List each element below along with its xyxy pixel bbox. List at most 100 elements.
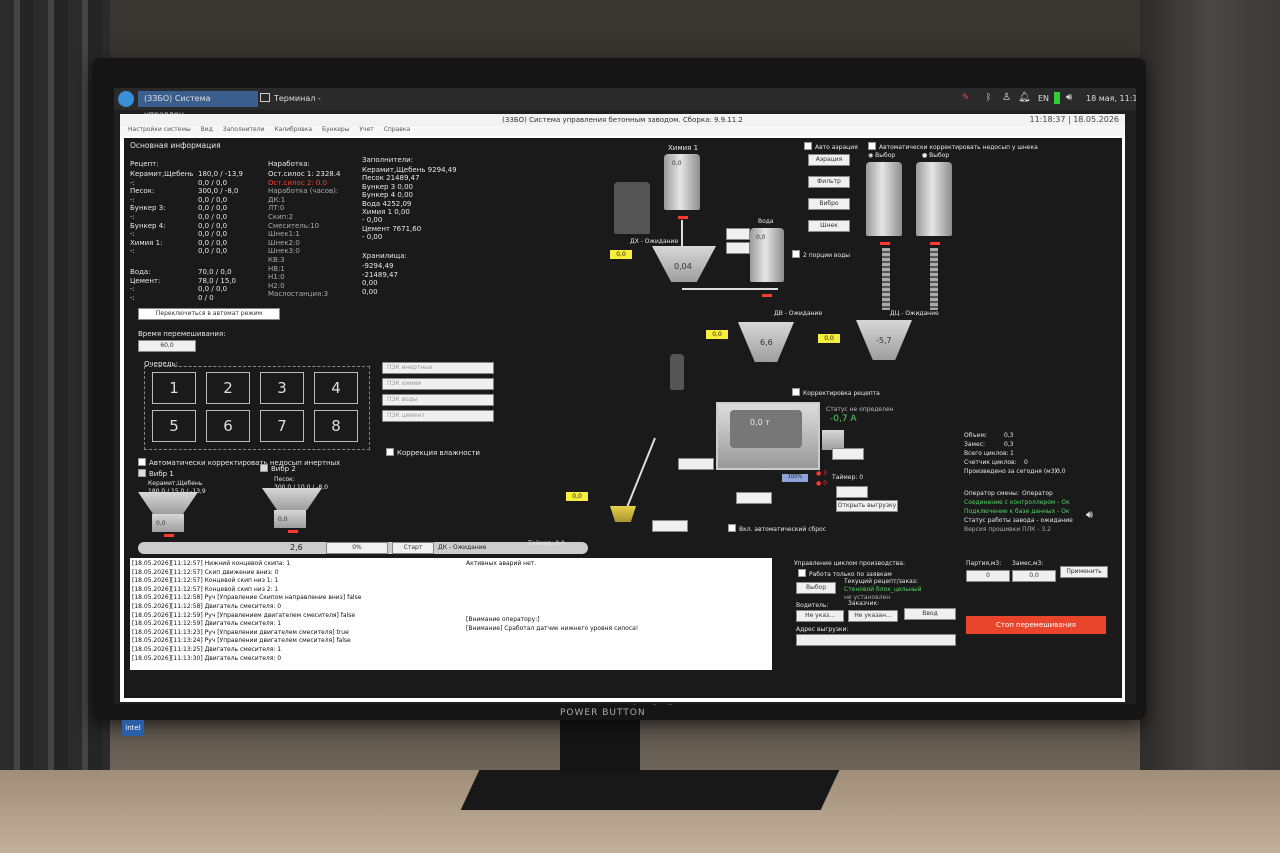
lang-indicator[interactable]: EN — [1038, 94, 1050, 103]
taskbar-clock[interactable]: 18 мая, 11:18 — [1086, 94, 1136, 103]
water-reading: 0,0 — [756, 234, 766, 241]
menu-bunkers[interactable]: Бункеры — [322, 126, 350, 133]
cement-silo-2 — [916, 162, 952, 236]
choice1-radio[interactable]: ◉ Выбор — [868, 152, 895, 159]
queue-slot-4[interactable]: 4 — [314, 372, 358, 404]
queue-slot-1[interactable]: 1 — [152, 372, 196, 404]
side-button-aeration[interactable]: Аэрация — [808, 154, 850, 166]
wc-list-value: 78,0 / 15,0 — [198, 276, 236, 285]
correction-checkbox[interactable]: Корректировка рецепта — [792, 388, 880, 397]
skip-box-1[interactable] — [678, 458, 714, 470]
pzk-cement-field[interactable]: ПЗК цемент — [382, 410, 494, 422]
aeration-checkbox[interactable]: Авто аэрация — [804, 142, 858, 151]
select2-checkbox[interactable]: Вибр 2 — [260, 464, 296, 473]
water-small-box-1[interactable] — [726, 228, 750, 240]
menu-help[interactable]: Справка — [383, 126, 411, 133]
log-lines: [18.05.2026][11:12:57] Нижний концевой с… — [132, 560, 462, 663]
stat-volume-value: 0,3 — [1004, 432, 1014, 439]
menu-view[interactable]: Вид — [200, 126, 213, 133]
runtime-list-item: Смеситель:10 — [268, 221, 320, 230]
queue-slot-6[interactable]: 6 — [206, 410, 250, 442]
auto-mode-button[interactable]: Переключиться в автомат режим — [138, 308, 280, 320]
humidity-checkbox[interactable]: Коррекция влажности — [386, 448, 480, 457]
menu-fillers[interactable]: Заполнители — [222, 126, 265, 133]
task-terminal[interactable]: Терминал - — [254, 91, 327, 107]
mixer-box-bottom[interactable] — [736, 492, 772, 504]
monitor-stand — [560, 712, 640, 772]
wc-list-value: 0,0 / 0,0 — [198, 285, 228, 294]
mixer-side-box[interactable] — [832, 448, 864, 460]
wc-list-name: Вода: — [130, 268, 151, 276]
menu-calibration[interactable]: Калибровка — [274, 126, 313, 133]
fillers-list-item: Бункер 3 0,00 — [362, 182, 413, 191]
queue-slot-5[interactable]: 5 — [152, 410, 196, 442]
queue-slot-3[interactable]: 3 — [260, 372, 304, 404]
app-main: Основная информация Рецепт: Керамит,Щебе… — [124, 138, 1122, 698]
humidity-checkbox-box — [386, 448, 394, 456]
party-input[interactable]: 0 — [966, 570, 1010, 582]
only-orders-checkbox[interactable]: Работа только по заявкам — [798, 569, 892, 578]
add-button[interactable]: Ввод — [904, 608, 956, 620]
skip-rail — [624, 437, 656, 513]
dx-yellow-box: 0,0 — [610, 250, 632, 259]
unload-button[interactable]: Открыть выгрузку — [836, 500, 898, 512]
water-small-box-2[interactable] — [726, 242, 750, 254]
task-app[interactable]: (ЗЗБО) Система управлен... — [138, 91, 258, 119]
driver-select[interactable]: Не указ... — [796, 610, 844, 622]
order-select[interactable]: Не указан... — [848, 610, 898, 622]
pen-icon: ✎ — [962, 93, 970, 103]
menu-settings[interactable]: Настройки системы — [128, 126, 191, 133]
auto-correct-checkbox[interactable]: Автоматически корректировать недосып ине… — [138, 458, 340, 467]
mix-time-input[interactable]: 60,0 — [138, 340, 196, 352]
intel-sticker: intel — [122, 720, 144, 736]
side-button-vibro[interactable]: Вибро — [808, 198, 850, 210]
amps-text: -0,7 А — [830, 414, 857, 424]
auto-screw-checkbox[interactable]: Автоматически корректировать недосып у ш… — [868, 142, 1038, 151]
volume-icon[interactable]: 🔊︎ — [1066, 92, 1073, 103]
bell-icon[interactable]: 🔔︎ — [1018, 92, 1031, 103]
choice2-radio[interactable]: ● Выбор — [922, 152, 949, 159]
recipe-list-name: -: — [130, 247, 135, 256]
menu-accounting[interactable]: Учет — [359, 126, 374, 133]
speaker-icon[interactable]: 🔊︎ — [1086, 508, 1093, 521]
alarms-text: Активных аварий нет. — [466, 560, 537, 567]
conveyor-start-button[interactable]: Старт — [392, 542, 434, 554]
side-button-filter[interactable]: Фильтр — [808, 176, 850, 188]
storage-list-item: 0,00 — [362, 287, 378, 296]
select1-checkbox[interactable]: Вибр 1 — [138, 469, 174, 478]
pzk-water-field[interactable]: ПЗК воды — [382, 394, 494, 406]
choice2-label: Выбор — [929, 152, 950, 159]
queue-slot-7[interactable]: 7 — [260, 410, 304, 442]
start-menu-icon[interactable] — [118, 91, 134, 107]
timer-input[interactable] — [836, 486, 868, 498]
auto-reset-checkbox[interactable]: Вкл. автоматический сброс — [728, 524, 826, 533]
info-heading: Основная информация — [130, 141, 221, 150]
dark-silo-left — [614, 182, 650, 234]
zames-input[interactable]: 0,0 — [1012, 570, 1056, 582]
queue-slot-2[interactable]: 2 — [206, 372, 250, 404]
event-log[interactable]: [18.05.2026][11:12:57] Нижний концевой с… — [130, 558, 464, 670]
address-input[interactable] — [796, 634, 956, 646]
attention-panel: [Внимание оператору:] [Внимание] Сработа… — [464, 614, 772, 670]
runtime-list-item: Н1:0 — [268, 273, 285, 282]
only-orders-box — [798, 569, 806, 577]
pzk-inert-field[interactable]: ПЗК инертных — [382, 362, 494, 374]
bluetooth-icon[interactable]: ᛒ — [986, 93, 992, 103]
current-recipe-label: Текущий рецепт/заказ: — [844, 578, 918, 585]
skip-box-2[interactable] — [652, 520, 688, 532]
user-icon[interactable]: ♙ — [1002, 92, 1011, 103]
conn-controller: Соединение с контроллером - Ок — [964, 499, 1070, 506]
stop-mixing-button[interactable]: Стоп перемешивания — [966, 616, 1106, 634]
side-button-screw[interactable]: Шнек — [808, 220, 850, 232]
operator-name: Оператор — [1022, 490, 1053, 497]
mixer-reading: 0,0 т — [750, 418, 770, 427]
screw-conveyor-2 — [930, 248, 938, 310]
pzk-chem-field[interactable]: ПЗК химии — [382, 378, 494, 390]
water-portions-checkbox[interactable]: 2 порции воды — [792, 250, 850, 259]
log-lines-item: [18.05.2026][11:12:58] Двигатель смесите… — [132, 602, 282, 610]
auto-correct-label: Автоматически корректировать недосып ине… — [149, 459, 341, 467]
queue-slot-8[interactable]: 8 — [314, 410, 358, 442]
apply-button[interactable]: Применить — [1060, 566, 1108, 578]
production-select-button[interactable]: Выбор — [796, 582, 836, 594]
app-window: (ЗЗБО) Система управления бетонным завод… — [120, 114, 1125, 702]
